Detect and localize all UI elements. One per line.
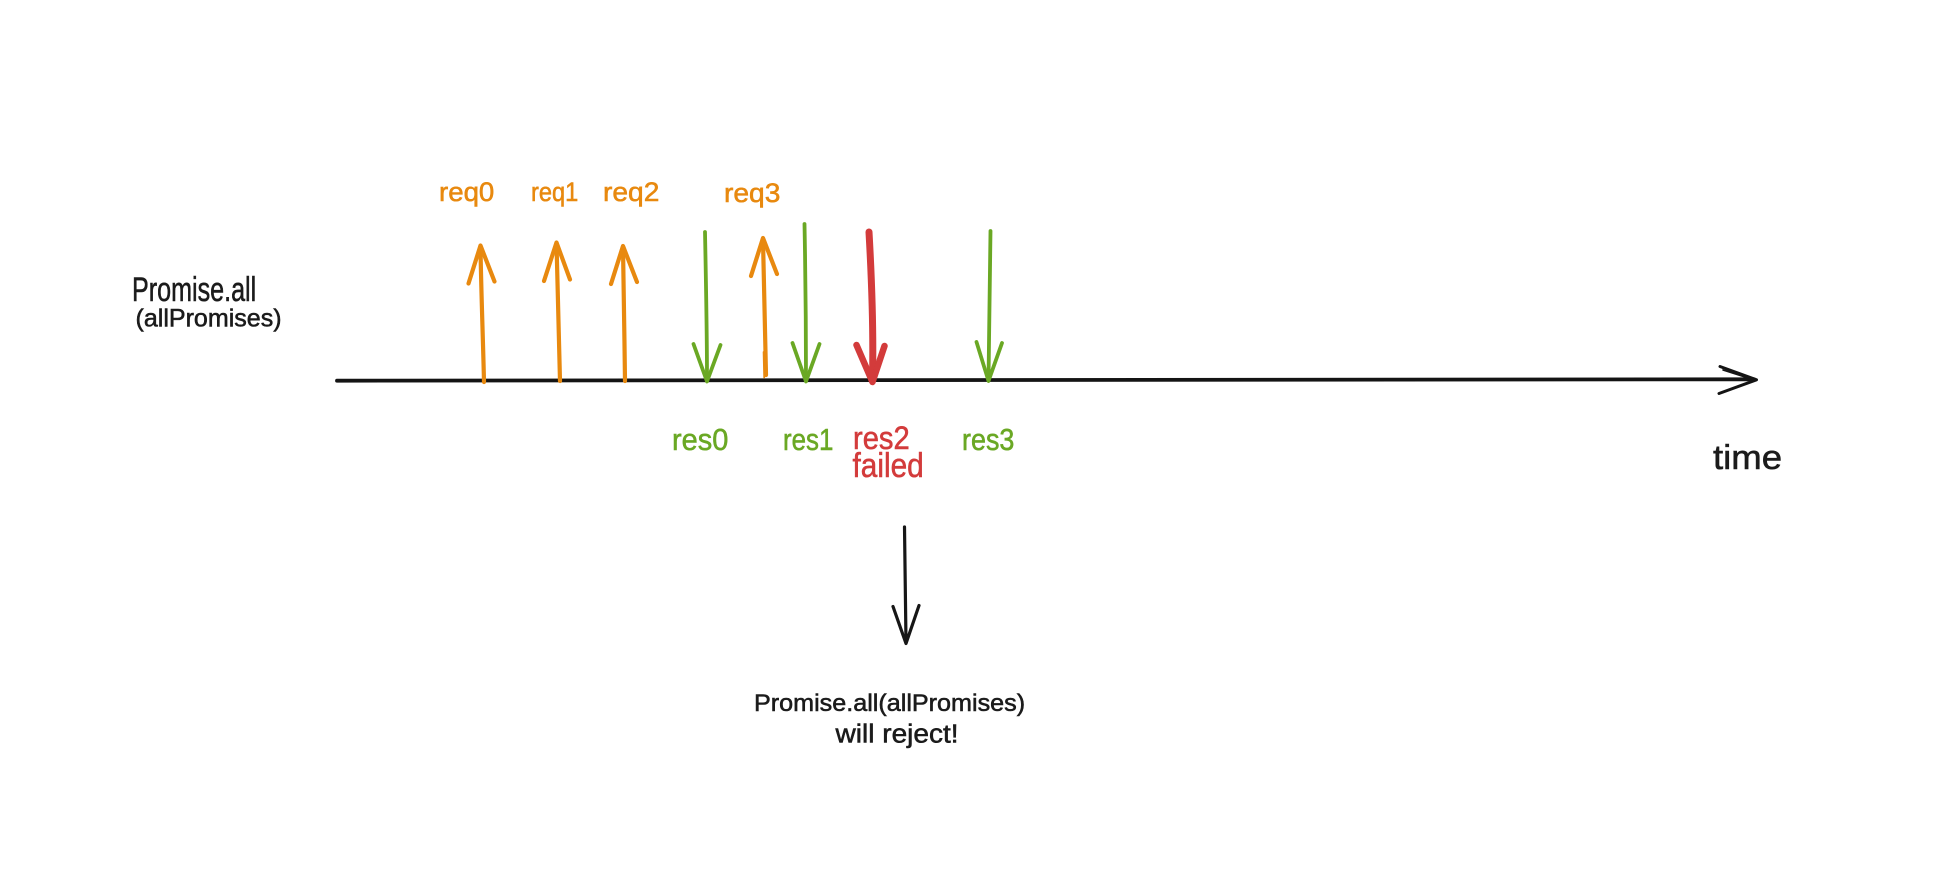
- svg-text:(allPromises): (allPromises): [136, 305, 282, 333]
- svg-text:req0: req0: [439, 177, 494, 207]
- svg-text:Promise.all: Promise.all: [132, 271, 256, 309]
- svg-text:Promise.all(allPromises): Promise.all(allPromises): [754, 690, 1025, 717]
- svg-text:time: time: [1713, 439, 1782, 477]
- svg-text:res3: res3: [962, 423, 1014, 457]
- svg-text:req1: req1: [531, 177, 578, 207]
- svg-text:req3: req3: [724, 178, 780, 208]
- svg-text:res0: res0: [672, 423, 728, 457]
- svg-text:res2: res2: [853, 420, 910, 456]
- svg-text:failed: failed: [853, 447, 924, 485]
- svg-text:will reject!: will reject!: [834, 719, 958, 749]
- svg-text:res1: res1: [783, 423, 833, 457]
- svg-text:req2: req2: [603, 177, 659, 207]
